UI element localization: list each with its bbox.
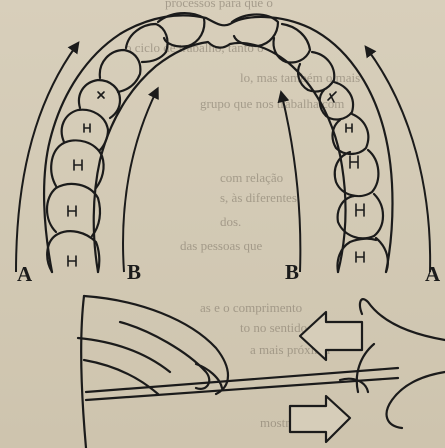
tooth-right-lateral-incisor xyxy=(274,24,311,63)
tooth-left-canine xyxy=(100,50,141,92)
tooth-left-premolar-1 xyxy=(79,80,120,118)
movement-block-arrows xyxy=(290,312,362,442)
tooth-left-molar-3 xyxy=(47,231,99,272)
arch-outer-contour xyxy=(44,15,392,272)
tooth-left-molar-2 xyxy=(47,184,100,236)
label-a-right: A xyxy=(425,264,440,285)
dental-arch xyxy=(44,13,392,272)
left-hand xyxy=(78,296,228,394)
hands-holding-instrument xyxy=(78,296,445,448)
arrow-b-right xyxy=(282,96,300,272)
arrow-b-left xyxy=(123,92,156,272)
label-b-left: B xyxy=(127,262,141,283)
label-b-right: B xyxy=(285,262,299,283)
block-arrow-right xyxy=(290,396,350,442)
tooth-left-central-incisor xyxy=(158,13,204,46)
instrument-shaft xyxy=(86,368,398,400)
tooth-groove-marks xyxy=(68,92,364,266)
left-hand-cuff xyxy=(81,296,86,448)
block-arrow-left xyxy=(300,312,362,360)
tooth-right-molar-3 xyxy=(338,238,388,272)
label-a-left: A xyxy=(17,264,32,285)
tooth-left-lateral-incisor xyxy=(126,24,168,62)
tooth-right-molar-1 xyxy=(335,150,379,196)
arch-inner-contour xyxy=(94,42,346,272)
tooth-left-premolar-2 xyxy=(62,110,108,150)
tooth-right-central-incisor xyxy=(232,15,278,47)
right-hand xyxy=(357,299,445,428)
tooth-right-premolar-1 xyxy=(320,82,353,119)
